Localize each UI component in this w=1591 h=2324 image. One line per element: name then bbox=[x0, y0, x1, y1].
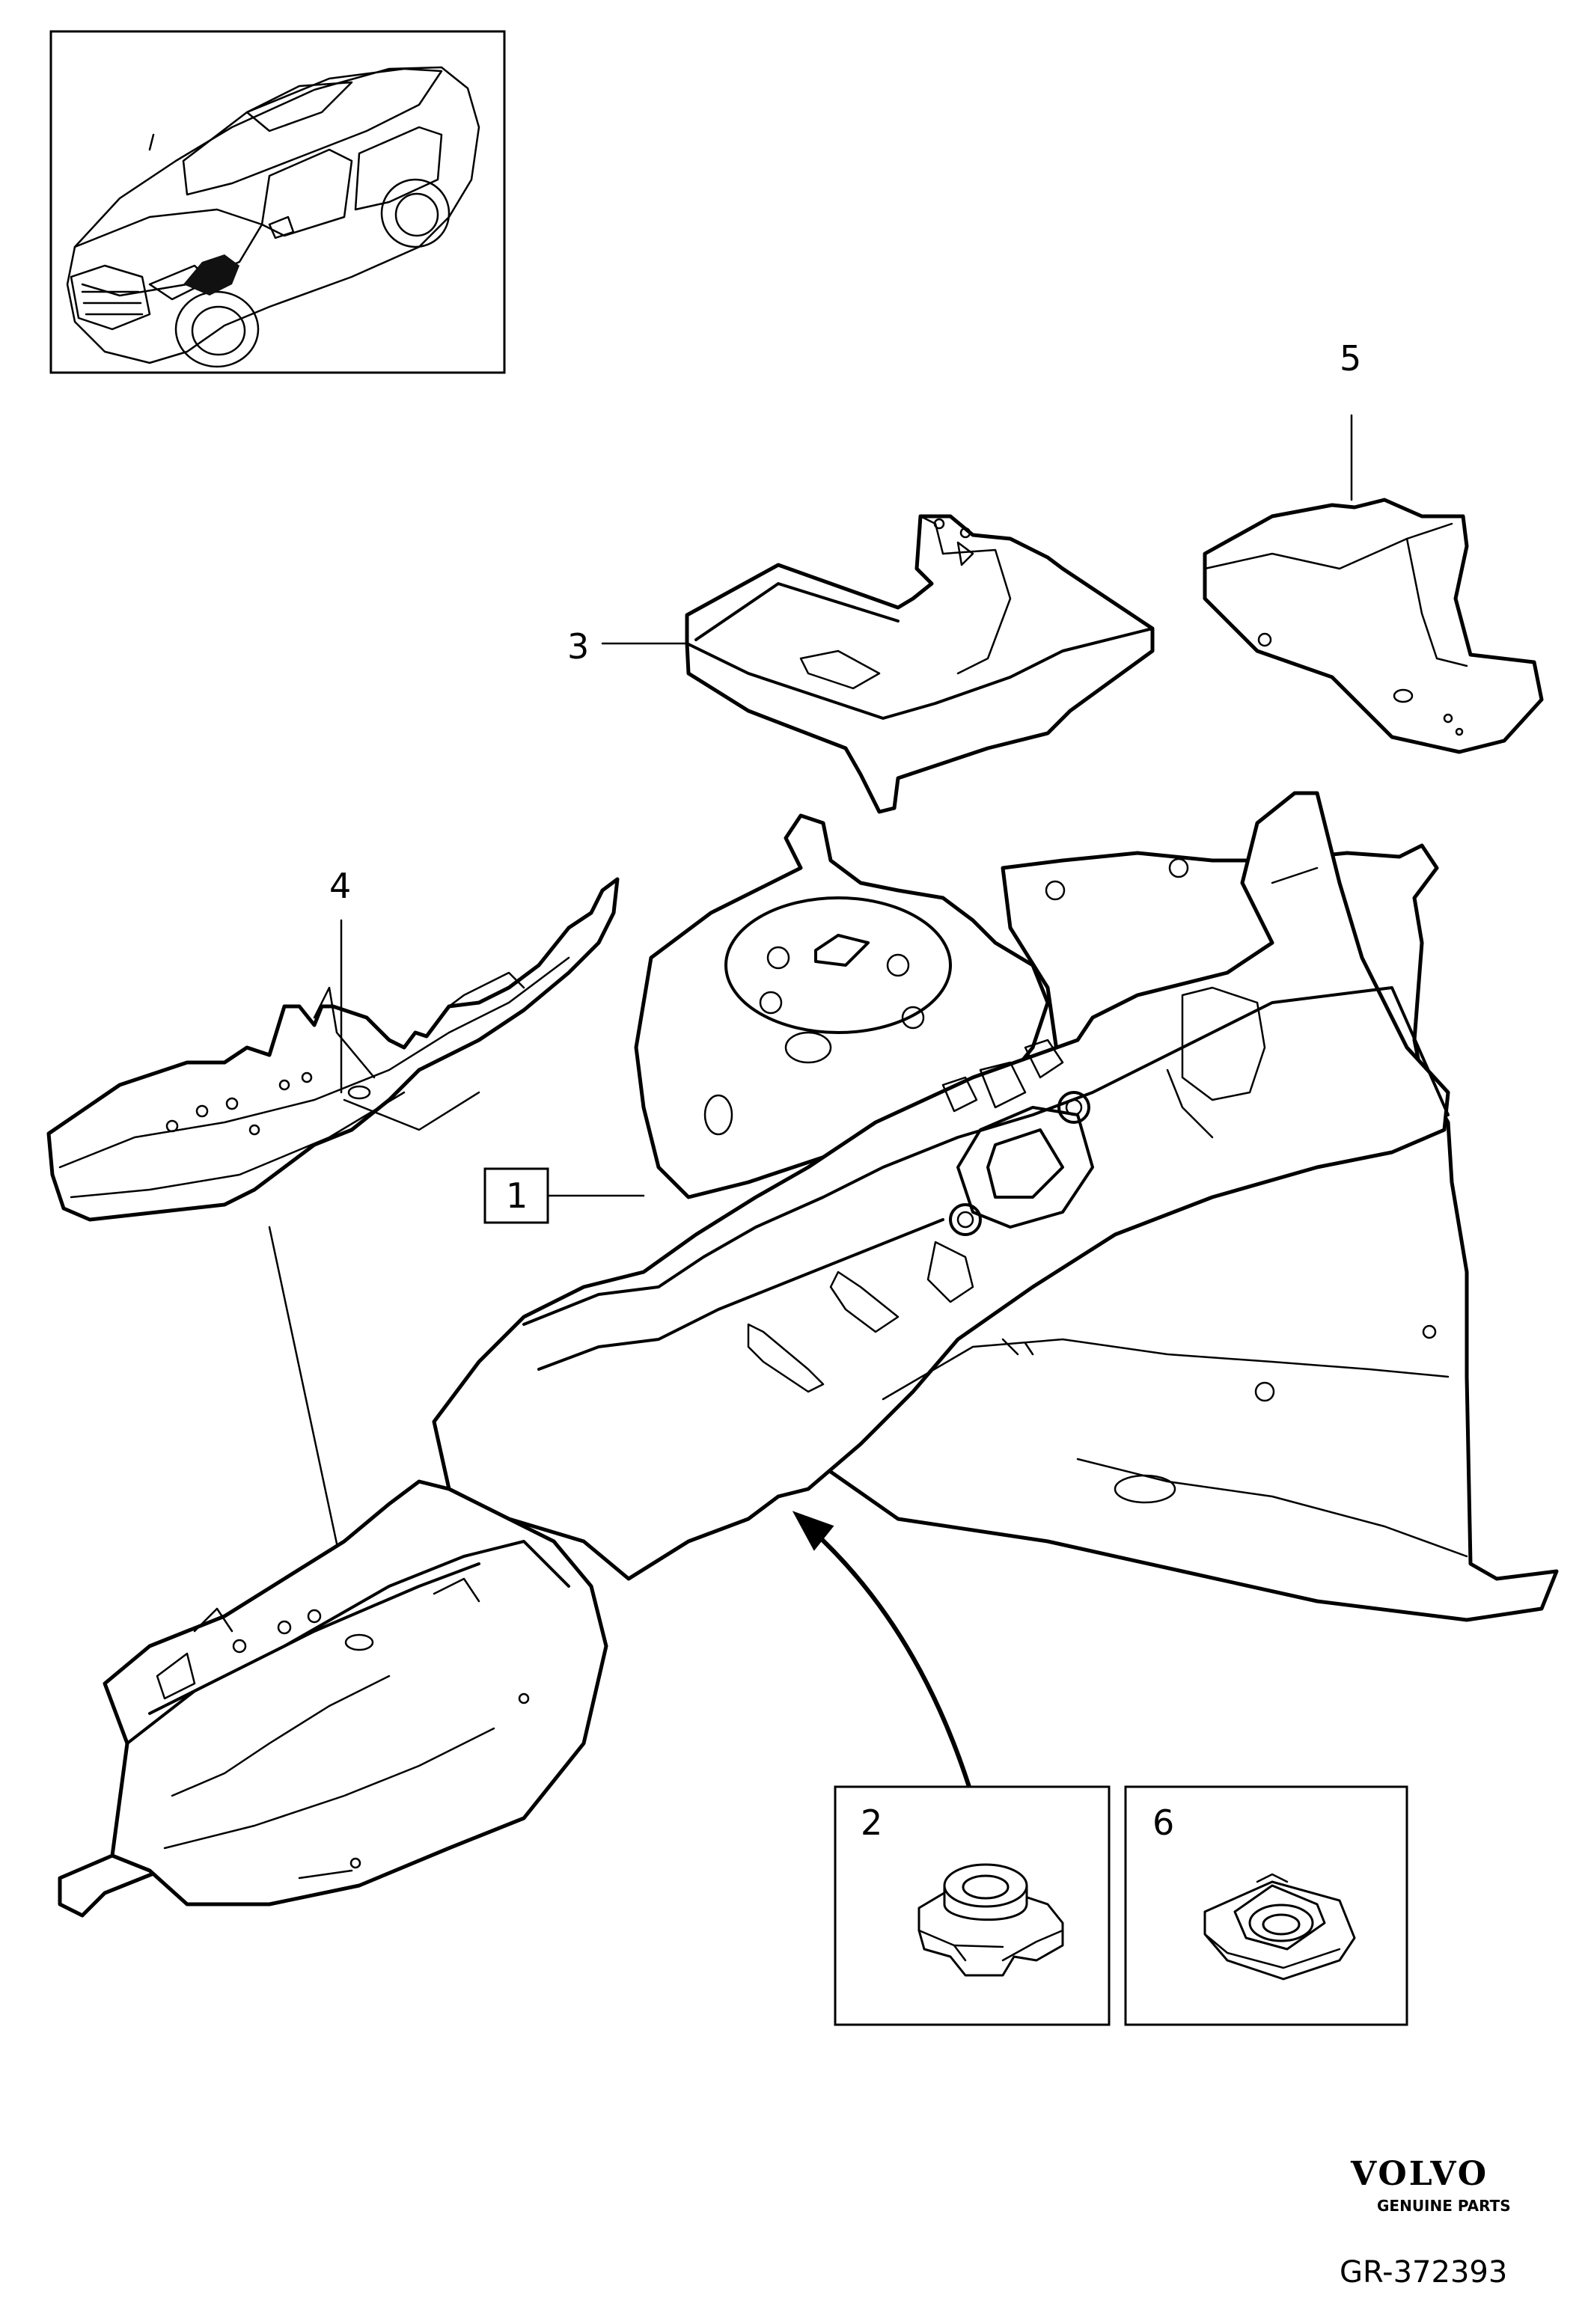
callout-label-5: 5 bbox=[1340, 338, 1361, 379]
callout-3-group: 3 bbox=[567, 626, 686, 667]
detail-box-part-6: 6 bbox=[1124, 1785, 1408, 2026]
callout-label-3: 3 bbox=[567, 626, 589, 667]
brand-name: VOLVO bbox=[1350, 2155, 1488, 2193]
callout-4-group: 4 bbox=[268, 866, 351, 1580]
car-silhouette-icon bbox=[66, 66, 480, 368]
detail-pointer-arrow bbox=[792, 1511, 971, 1789]
inset-frame bbox=[49, 30, 506, 374]
weld-nut-square-icon bbox=[917, 1863, 1064, 1977]
diagram-reference-code: GR-372393 bbox=[1340, 2255, 1507, 2290]
detail-box-part-2: 2 bbox=[834, 1785, 1111, 2026]
callout-label-4: 4 bbox=[329, 866, 351, 906]
part-1-front-structure bbox=[58, 791, 1559, 1918]
callout-label-1: 1 bbox=[506, 1175, 528, 1216]
brand-tagline: GENUINE PARTS bbox=[1377, 2197, 1511, 2215]
vehicle-locator-inset bbox=[49, 30, 506, 374]
volvo-logo: VOLVO GENUINE PARTS bbox=[1350, 2155, 1511, 2215]
callout-label-2: 2 bbox=[861, 1802, 882, 1843]
part-3-upper-panel bbox=[685, 514, 1155, 814]
part-4-side-member bbox=[46, 877, 620, 1222]
callout-5-group: 5 bbox=[1340, 338, 1361, 501]
callout-1-group: 1 bbox=[483, 1167, 645, 1224]
part-5-cover-panel bbox=[1203, 498, 1544, 754]
callout-box-1 bbox=[483, 1167, 549, 1224]
callout-label-6: 6 bbox=[1152, 1802, 1174, 1843]
explode-line-4 bbox=[268, 1226, 346, 1580]
highlighted-part-area bbox=[183, 254, 239, 296]
weld-nut-diamond-icon bbox=[1203, 1873, 1356, 1981]
